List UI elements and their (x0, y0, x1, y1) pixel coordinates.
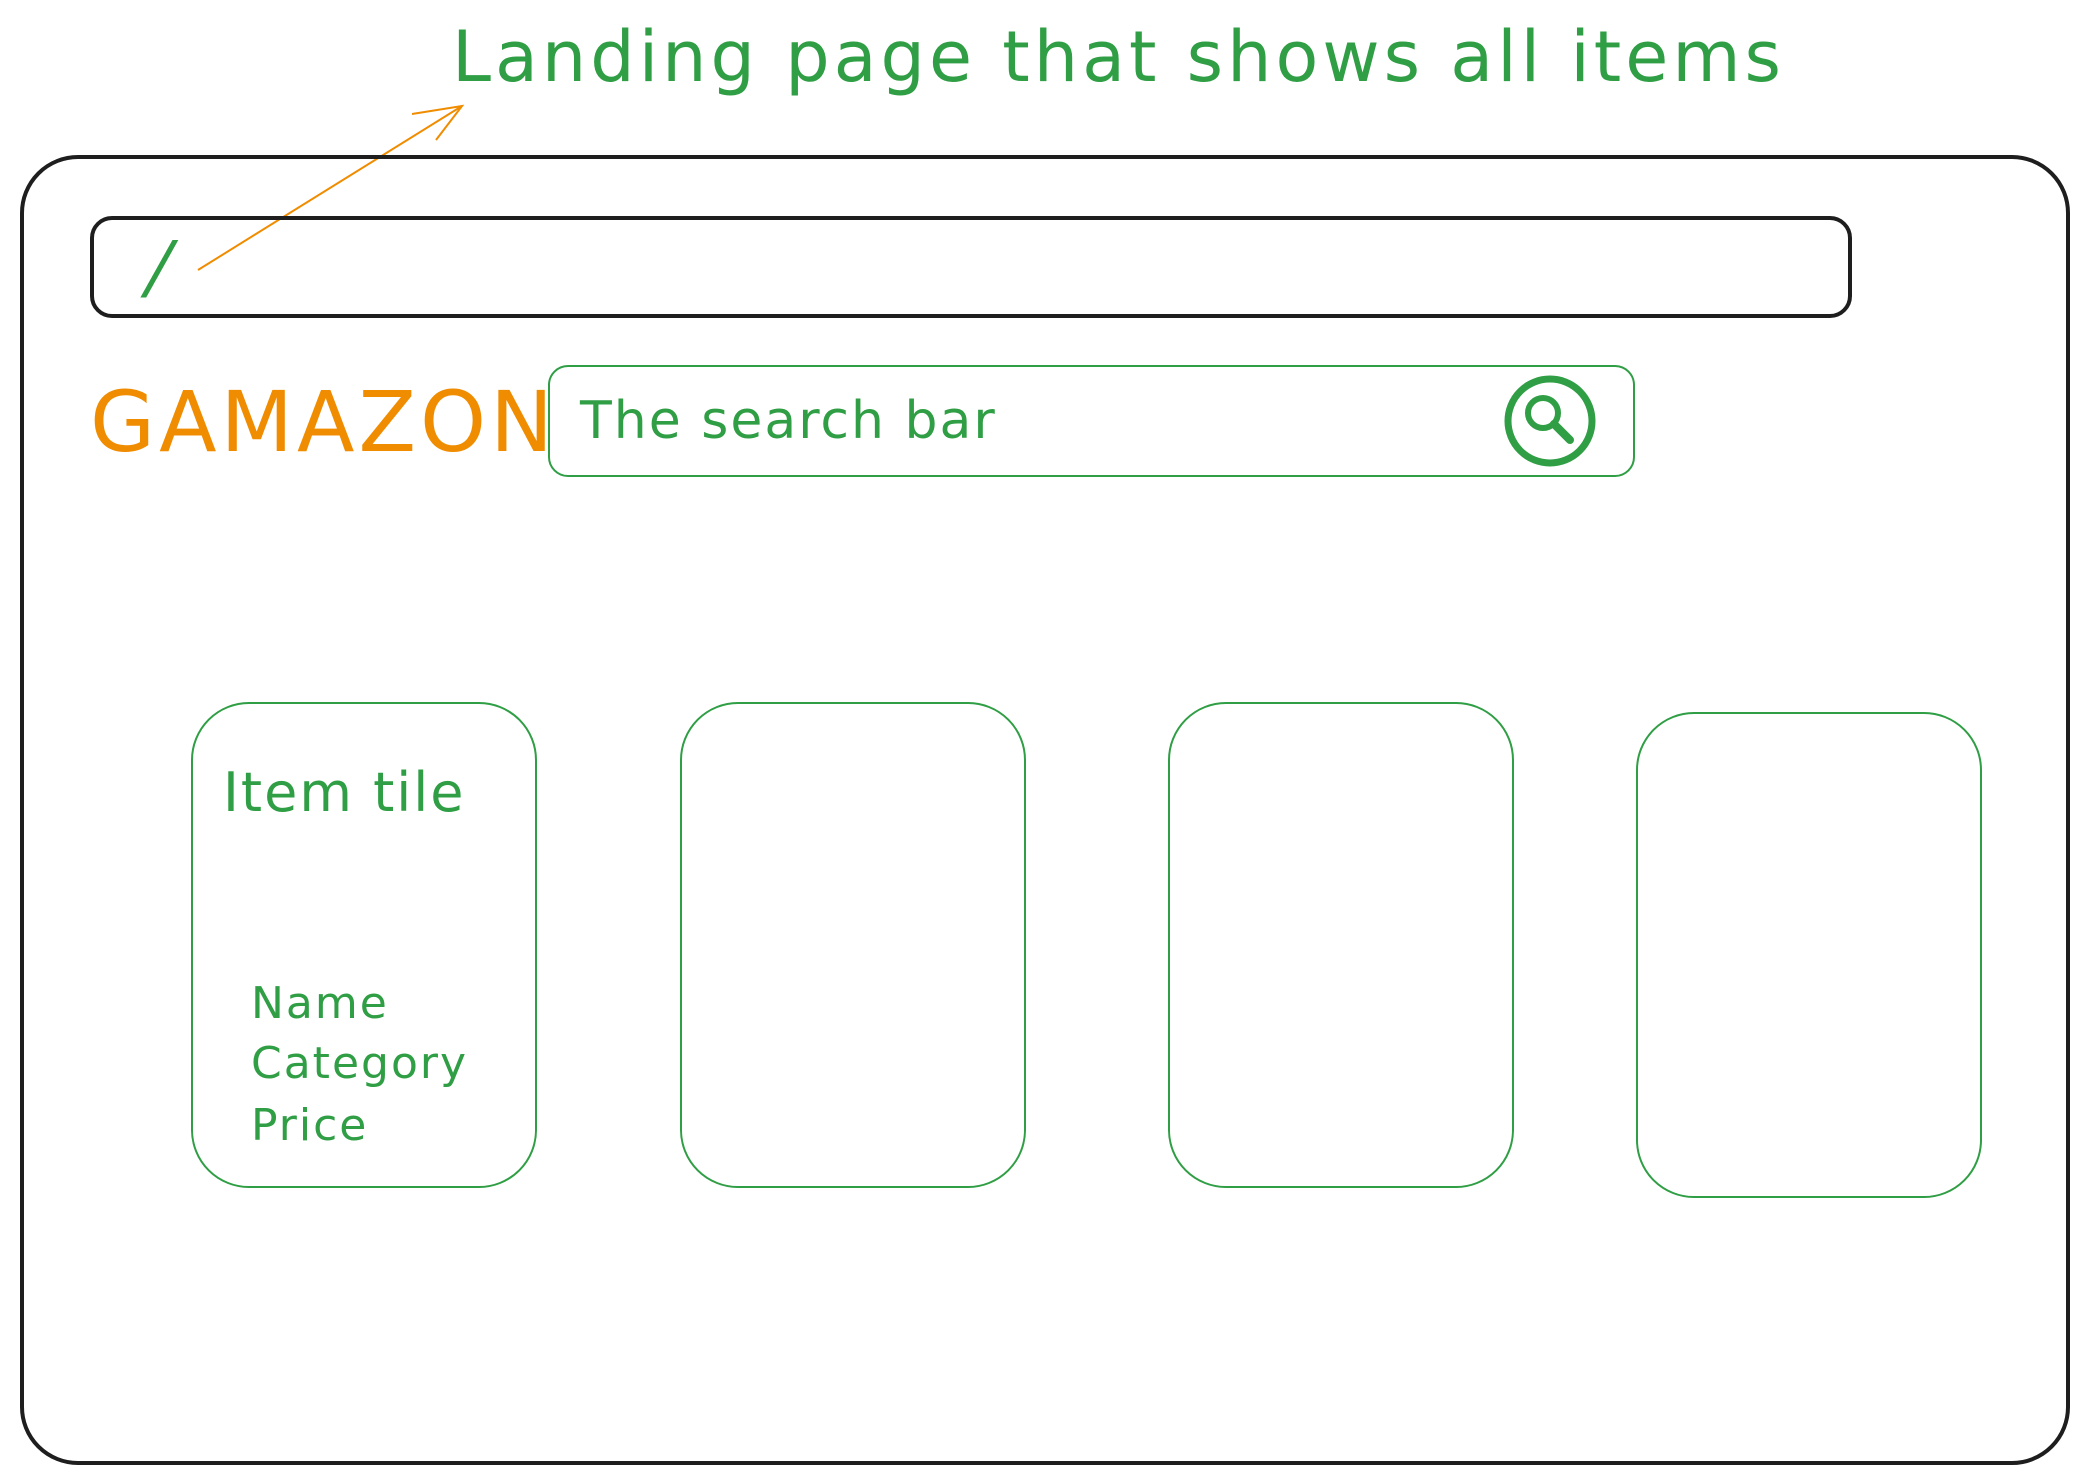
item-tile[interactable]: Item tile Name Category Price (191, 702, 537, 1188)
search-button[interactable] (1502, 373, 1598, 469)
search-placeholder: The search bar (580, 391, 997, 451)
item-tile[interactable] (1168, 702, 1514, 1188)
tile-field-price: Price (251, 1100, 369, 1151)
annotation-label: Landing page that shows all items (452, 16, 1785, 98)
browser-window (20, 155, 2070, 1465)
item-tile[interactable] (1636, 712, 1982, 1198)
tile-title: Item tile (223, 761, 466, 824)
url-bar[interactable] (90, 216, 1852, 318)
item-tile[interactable] (680, 702, 1026, 1188)
tile-field-category: Category (251, 1038, 468, 1089)
search-icon (1504, 375, 1596, 467)
search-bar[interactable]: The search bar (548, 365, 1635, 477)
tile-field-name: Name (251, 978, 389, 1029)
brand-logo[interactable]: GAMAZON (90, 373, 557, 471)
